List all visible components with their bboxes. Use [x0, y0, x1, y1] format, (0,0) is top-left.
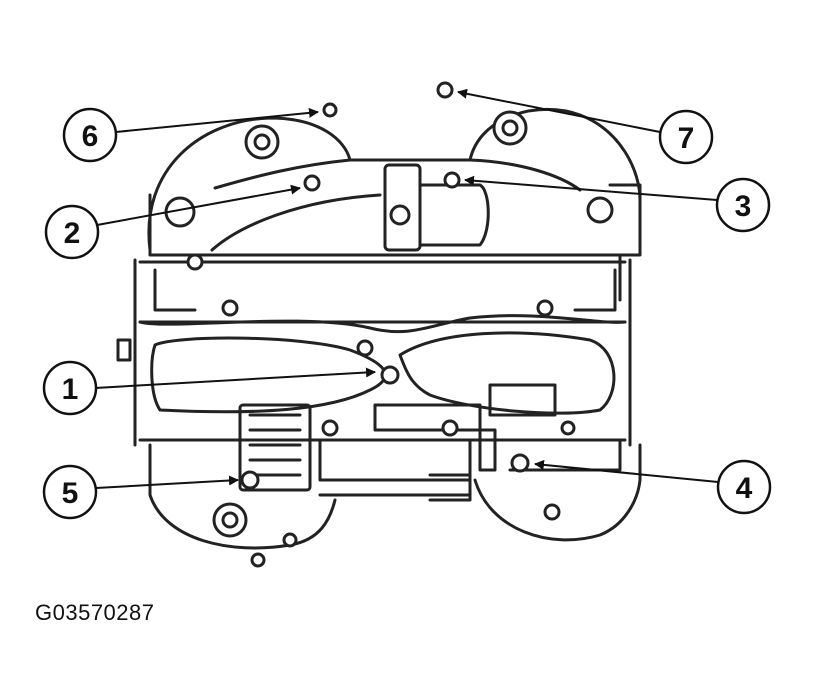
fastener-bolts	[164, 81, 614, 568]
callout-number-7: 7	[678, 122, 695, 155]
callout-1: 1	[42, 360, 376, 416]
callout-2: 2	[44, 184, 301, 260]
callout-number-5: 5	[62, 477, 79, 510]
callout-5: 5	[42, 464, 239, 520]
callout-number-4: 4	[736, 472, 753, 505]
callout-3: 3	[464, 175, 771, 233]
callout-6: 6	[62, 107, 319, 163]
callout-number-3: 3	[735, 190, 752, 223]
callout-number-6: 6	[82, 120, 99, 153]
callout-number-1: 1	[62, 373, 79, 406]
callout-7: 7	[457, 88, 714, 165]
callout-number-2: 2	[64, 217, 81, 250]
callout-4: 4	[534, 459, 772, 515]
assembly-outline	[116, 107, 642, 550]
figure-id-label: G03570287	[35, 600, 155, 625]
